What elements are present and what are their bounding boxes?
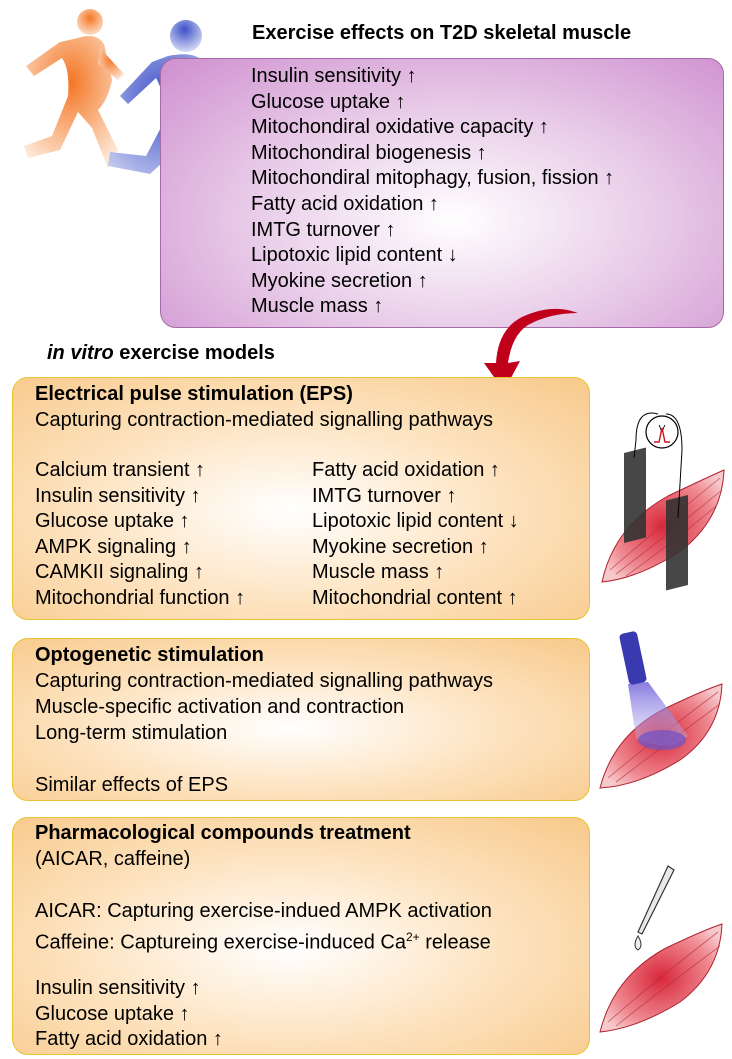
pharma-effect: Insulin sensitivity ↑ [35, 977, 201, 999]
pharma-caffeine-text-end: release [419, 931, 491, 954]
pharma-compounds: (AICAR, caffeine) [35, 848, 191, 870]
pharma-muscle-illustration [599, 865, 723, 1033]
effect-item: Lipotoxic lipid content ↓ [251, 244, 458, 267]
eps-subtitle: Capturing contraction-mediated signallin… [35, 409, 494, 431]
eps-title: Electrical pulse stimulation (EPS) [35, 383, 353, 405]
pharma-effect: Glucose uptake ↑ [35, 1002, 190, 1025]
eps-effect: Insulin sensitivity ↑ [35, 484, 201, 507]
eps-effect: CAMKII signaling ↑ [35, 561, 204, 584]
opto-footer: Similar effects of EPS [35, 774, 229, 796]
eps-effect: Mitochondrial content ↑ [312, 586, 518, 609]
pharma-effects: Insulin sensitivity ↑ Glucose uptake ↑ F… [35, 976, 223, 1053]
models-heading-italic: in vitro [47, 342, 114, 364]
effect-item: Muscle mass ↑ [251, 295, 384, 318]
eps-muscle-illustration: V [601, 412, 725, 591]
effect-item: Mitochondiral oxidative capacity ↑ [251, 116, 549, 139]
effects-list: Insulin sensitivity ↑ Glucose uptake ↑ M… [251, 64, 614, 320]
effect-item: Fatty acid oxidation ↑ [251, 192, 439, 215]
eps-effect: AMPK signaling ↑ [35, 535, 192, 558]
electrode-left [624, 447, 646, 544]
pharma-title: Pharmacological compounds treatment [35, 822, 411, 844]
eps-right-list: Fatty acid oxidation ↑ IMTG turnover ↑ L… [312, 458, 519, 612]
eps-left-list: Calcium transient ↑ Insulin sensitivity … [35, 458, 245, 612]
effect-item: Mitochondiral mitophagy, fusion, fission… [251, 167, 615, 190]
eps-effect: Muscle mass ↑ [312, 561, 445, 584]
light-source-icon [619, 631, 647, 685]
effect-item: Insulin sensitivity ↑ [251, 65, 417, 87]
voltmeter-icon [645, 415, 679, 449]
eps-effect: Glucose uptake ↑ [35, 510, 190, 533]
models-heading: in vitro exercise models [47, 342, 275, 365]
curved-arrow-icon [484, 308, 578, 391]
eps-effect: Myokine secretion ↑ [312, 535, 489, 558]
pharma-effect: Fatty acid oxidation ↑ [35, 1028, 223, 1051]
opto-line: Long-term stimulation [35, 722, 228, 744]
models-heading-rest: exercise models [113, 342, 275, 364]
eps-effect: Lipotoxic lipid content ↓ [312, 510, 519, 533]
eps-effect: IMTG turnover ↑ [312, 484, 457, 507]
opto-line: Muscle-specific activation and contracti… [35, 696, 405, 718]
runner-back-figure [24, 9, 124, 168]
eps-effect: Calcium transient ↑ [35, 459, 206, 481]
pharma-panel: Pharmacological compounds treatment (AIC… [12, 817, 590, 1055]
opto-muscle-illustration [599, 631, 723, 789]
droplet-icon [634, 935, 642, 951]
muscle-fiber [601, 469, 725, 583]
muscle-fiber [599, 923, 723, 1033]
effect-item: Glucose uptake ↑ [251, 90, 406, 113]
effects-title: Exercise effects on T2D skeletal muscle [252, 22, 632, 44]
opto-lines: Capturing contraction-mediated signallin… [35, 668, 493, 746]
pharma-caffeine: Caffeine: Captureing exercise-induced Ca… [35, 924, 491, 956]
pharma-caffeine-superscript: 2+ [405, 930, 420, 944]
effect-item: IMTG turnover ↑ [251, 218, 396, 241]
eps-effect: Mitochondrial function ↑ [35, 586, 246, 609]
effect-item: Mitochondiral biogenesis ↑ [251, 141, 487, 164]
pipette-icon [637, 865, 675, 935]
eps-panel: Electrical pulse stimulation (EPS) Captu… [12, 377, 590, 620]
electrode-right [666, 495, 688, 591]
light-cone [628, 682, 688, 746]
pharma-aicar: AICAR: Capturing exercise-indued AMPK ac… [35, 900, 492, 922]
pharma-caffeine-text: Caffeine: Captureing exercise-induced Ca [35, 931, 406, 954]
opto-panel: Optogenetic stimulation Capturing contra… [12, 638, 590, 801]
effects-panel: Insulin sensitivity ↑ Glucose uptake ↑ M… [160, 58, 724, 328]
effect-item: Myokine secretion ↑ [251, 269, 428, 292]
opto-title: Optogenetic stimulation [35, 644, 264, 666]
opto-line: Capturing contraction-mediated signallin… [35, 670, 494, 692]
eps-effect: Fatty acid oxidation ↑ [312, 459, 500, 481]
